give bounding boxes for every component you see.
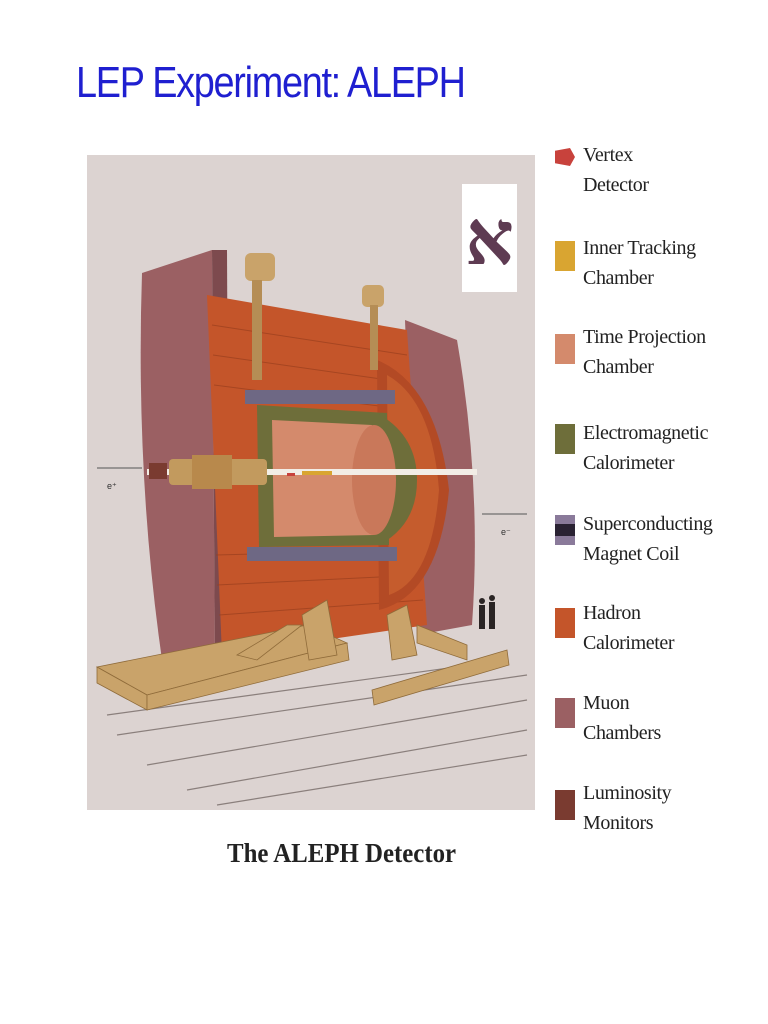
- legend-label: Luminosity Monitors: [583, 782, 672, 834]
- legend-swatch: [555, 790, 575, 820]
- vertex-detector: [287, 473, 295, 476]
- inner-tracking-chamber: [302, 471, 332, 475]
- legend-item-inner-tracking-chamber: Inner Tracking Chamber: [545, 233, 765, 297]
- legend-swatch: [555, 608, 575, 638]
- detector-figure: e⁺ e⁻: [87, 155, 535, 810]
- people-silhouettes: [479, 595, 495, 629]
- aleph-glyph: א: [465, 193, 514, 282]
- beam-label-positron: e⁺: [107, 481, 117, 491]
- aleph-logo: א: [462, 184, 517, 292]
- legend-swatch: [555, 148, 575, 166]
- legend-swatch: [555, 241, 575, 271]
- legend-item-time-projection-chamber: Time Projection Chamber: [545, 322, 765, 386]
- floor-rails: [106, 659, 528, 806]
- legend-swatch: [555, 424, 575, 454]
- time-projection-chamber: [272, 420, 374, 537]
- legend-label: Time Projection Chamber: [583, 326, 706, 378]
- aleph-detector-illustration: [95, 250, 528, 806]
- legend-item-superconducting-magnet-coil: Superconducting Magnet Coil: [545, 509, 765, 573]
- luminosity-monitor: [149, 463, 167, 479]
- legend-swatch: [555, 698, 575, 728]
- legend-label: Hadron Calorimeter: [583, 602, 675, 654]
- legend-label: Muon Chambers: [583, 692, 661, 744]
- magnet-coil-bottom: [247, 547, 397, 561]
- figure-caption: The ALEPH Detector: [227, 838, 457, 868]
- beam-label-electron: e⁻: [501, 527, 511, 537]
- legend-item-hadron-calorimeter: Hadron Calorimeter: [545, 598, 765, 662]
- legend-item-luminosity-monitors: Luminosity Monitors: [545, 778, 765, 842]
- legend-label: Vertex Detector: [583, 144, 649, 196]
- legend-item-muon-chambers: Muon Chambers: [545, 688, 765, 752]
- legend-swatch: [555, 515, 575, 545]
- slide-title: LEP Experiment: ALEPH: [76, 58, 466, 107]
- legend-label: Superconducting Magnet Coil: [583, 513, 713, 565]
- legend-swatch: [555, 334, 575, 364]
- support-cradle: [95, 599, 510, 711]
- legend-label: Inner Tracking Chamber: [583, 237, 696, 289]
- legend-item-electromagnetic-calorimeter: Electromagnetic Calorimeter: [545, 418, 765, 482]
- legend-item-vertex-detector: Vertex Detector: [545, 140, 765, 204]
- magnet-coil-top: [245, 390, 395, 404]
- legend-label: Electromagnetic Calorimeter: [583, 422, 709, 474]
